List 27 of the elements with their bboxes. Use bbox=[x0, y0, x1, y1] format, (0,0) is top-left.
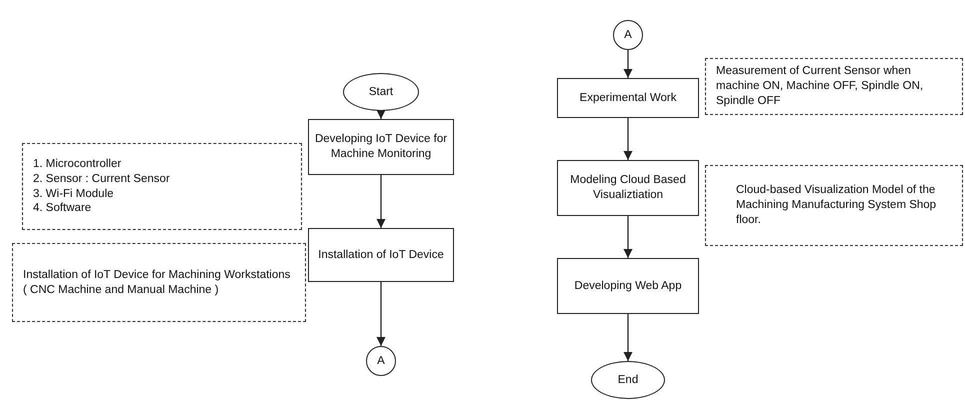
note-text: Installation of IoT Device for Machining Workstations ( CNC Machine and Manual Machine ) bbox=[23, 268, 292, 298]
note-text: 1. Microcontroller bbox=[33, 156, 122, 172]
arrow bbox=[624, 216, 632, 258]
arrow bbox=[376, 282, 386, 346]
note-text: Measurement of Current Sensor when machine ON, Machine OFF, Spindle ON, Spindle OFF bbox=[716, 64, 924, 109]
note-text: 2. Sensor : Current Sensor bbox=[33, 172, 170, 186]
arrow bbox=[624, 314, 632, 361]
note-text: 4. Software bbox=[33, 201, 92, 216]
process-box: Developing Web App bbox=[557, 258, 699, 314]
connector-circle: A bbox=[366, 346, 396, 376]
process-box: Experimental Work bbox=[557, 78, 699, 118]
arrow bbox=[376, 175, 386, 228]
arrow bbox=[624, 118, 632, 160]
arrow bbox=[624, 50, 632, 78]
connector-circle: A bbox=[613, 20, 643, 50]
note-text: Cloud-based Visualization Model of the Machining Manufacturing System Shop floor. bbox=[736, 183, 938, 228]
process-box: Developing IoT Device for Machine Monitoring bbox=[308, 119, 454, 175]
terminal-oval: Start bbox=[343, 73, 419, 111]
note-box bbox=[12, 243, 306, 322]
note-text: 3. Wi-Fi Module bbox=[33, 186, 114, 202]
note-box bbox=[705, 58, 963, 115]
process-box: Installation of IoT Device bbox=[308, 228, 454, 282]
note-box bbox=[22, 143, 302, 230]
terminal-oval: End bbox=[591, 361, 665, 399]
process-box: Modeling Cloud Based Visualiztiation bbox=[557, 160, 699, 216]
note-box bbox=[705, 165, 963, 246]
arrow bbox=[376, 110, 386, 119]
